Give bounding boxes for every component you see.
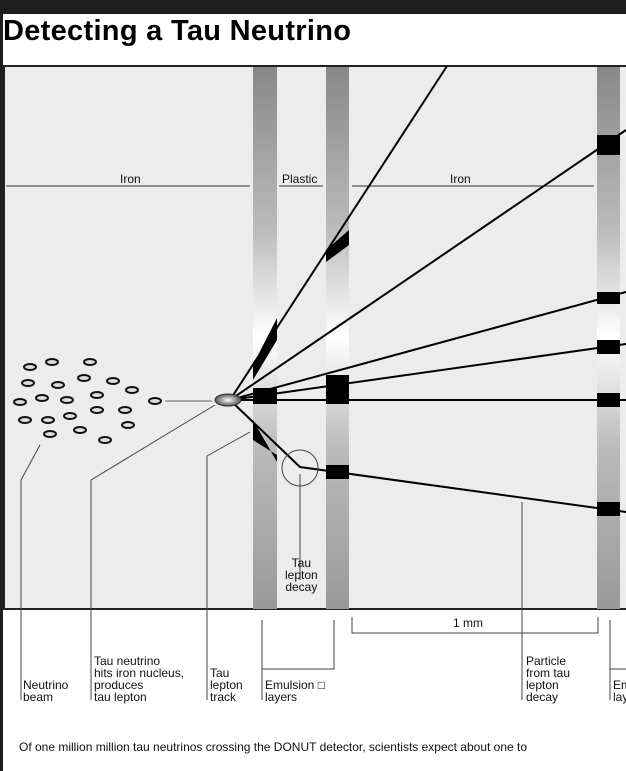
neutrino-dot: [43, 430, 57, 438]
label-particle: Particle from tau lepton decay: [526, 654, 571, 704]
leader-lines: [20, 404, 626, 700]
neutrino-dot: [63, 412, 77, 420]
neutrino-dot: [125, 386, 139, 394]
label-tau-decay: Tau lepton decay: [285, 556, 318, 594]
label-emulsion-right: Em lay: [613, 678, 626, 704]
neutrino-dot: [148, 397, 162, 405]
neutrino-dot: [90, 406, 104, 414]
emulsion-hits: [253, 135, 620, 516]
page-title: Detecting a Tau Neutrino: [3, 15, 352, 47]
neutrino-dot: [98, 436, 112, 444]
label-neutrino-beam: Neutrino beam: [23, 678, 69, 704]
emulsion-layer: [597, 67, 620, 609]
neutrino-dot: [35, 394, 49, 402]
neutrino-dot: [83, 358, 97, 366]
neutrino-dot: [121, 421, 135, 429]
collision-vertex-icon: [214, 393, 242, 407]
label-tau-hits: Tau neutrino hits iron nucleus, produces…: [94, 654, 185, 704]
neutrino-dot: [21, 379, 35, 387]
label-iron-left: Iron: [120, 172, 141, 186]
neutrino-dot: [60, 396, 74, 404]
neutrino-dot: [51, 381, 65, 389]
neutrino-dot: [23, 363, 37, 371]
neutrino-dot: [118, 406, 132, 414]
neutrino-beam-dots: [13, 358, 162, 444]
neutrino-dot: [13, 398, 27, 406]
neutrino-dot: [77, 374, 91, 382]
caption: Of one million million tau neutrinos cro…: [19, 740, 528, 754]
neutrino-dot: [18, 416, 32, 424]
neutrino-dot: [41, 416, 55, 424]
emulsion-layer: [326, 67, 349, 609]
neutrino-dot: [73, 426, 87, 434]
label-plastic: Plastic: [282, 172, 318, 186]
neutrino-dot: [90, 391, 104, 399]
neutrino-dot: [45, 358, 59, 366]
label-emulsion: Emulsion □ layers: [265, 678, 325, 704]
detector-box: [3, 65, 626, 610]
neutrino-dot: [106, 377, 120, 385]
label-scale: 1 mm: [453, 616, 483, 630]
label-tau-track: Tau lepton track: [210, 666, 243, 704]
label-iron-right: Iron: [450, 172, 471, 186]
